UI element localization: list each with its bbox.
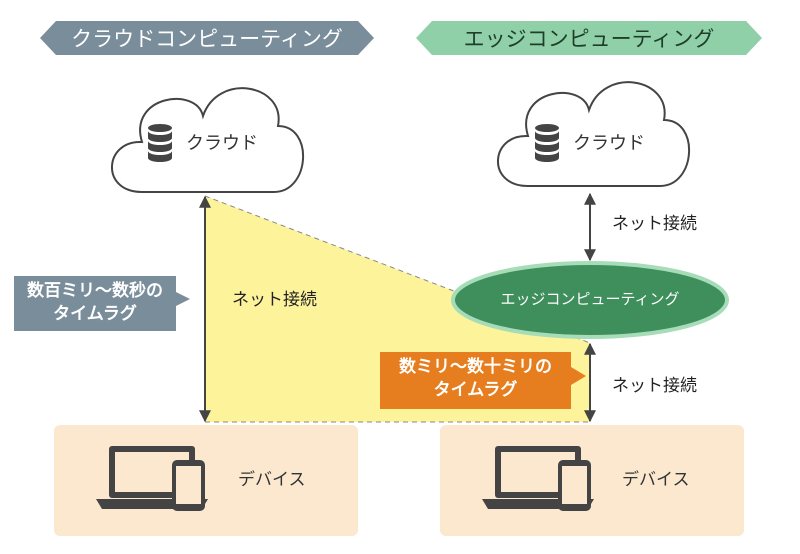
latency-right-line1: 数ミリ〜数十ミリの: [399, 357, 552, 377]
right-device-panel: [440, 425, 744, 536]
edge-label: エッジコンピューティング: [500, 290, 680, 308]
left-banner-shape: [40, 21, 374, 55]
left-cloud: [111, 87, 304, 193]
latency-left-line1: 数百ミリ〜数秒の: [27, 281, 163, 301]
right-banner-title: エッジコンピューティング: [463, 27, 715, 51]
left-device-label: デバイス: [238, 470, 306, 490]
latency-left-line2: タイムラグ: [53, 303, 137, 324]
left-banner-title: クラウドコンピューティング: [71, 27, 343, 51]
right-network-label-bottom: ネット接続: [612, 376, 697, 396]
left-cloud-label: クラウド: [186, 133, 258, 154]
latency-right-text: 数ミリ〜数十ミリの タイムラグ: [380, 356, 571, 402]
left-device-panel: [54, 425, 358, 536]
right-network-label-top: ネット接続: [612, 214, 697, 234]
smartphone-icon: [558, 460, 591, 511]
smartphone-icon: [172, 460, 205, 511]
database-icon: [148, 124, 172, 162]
right-device-label: デバイス: [622, 470, 690, 490]
edge-ellipse: [451, 261, 729, 339]
right-cloud-label: クラウド: [573, 133, 645, 154]
latency-right-line2: タイムラグ: [433, 379, 518, 400]
latency-left-text: 数百ミリ〜数秒の タイムラグ: [14, 280, 176, 326]
latency-right-box: [380, 352, 586, 409]
database-icon: [535, 124, 559, 162]
right-banner-shape: [416, 21, 762, 55]
left-network-label: ネット接続: [232, 290, 317, 310]
latency-left-box: [14, 276, 190, 331]
